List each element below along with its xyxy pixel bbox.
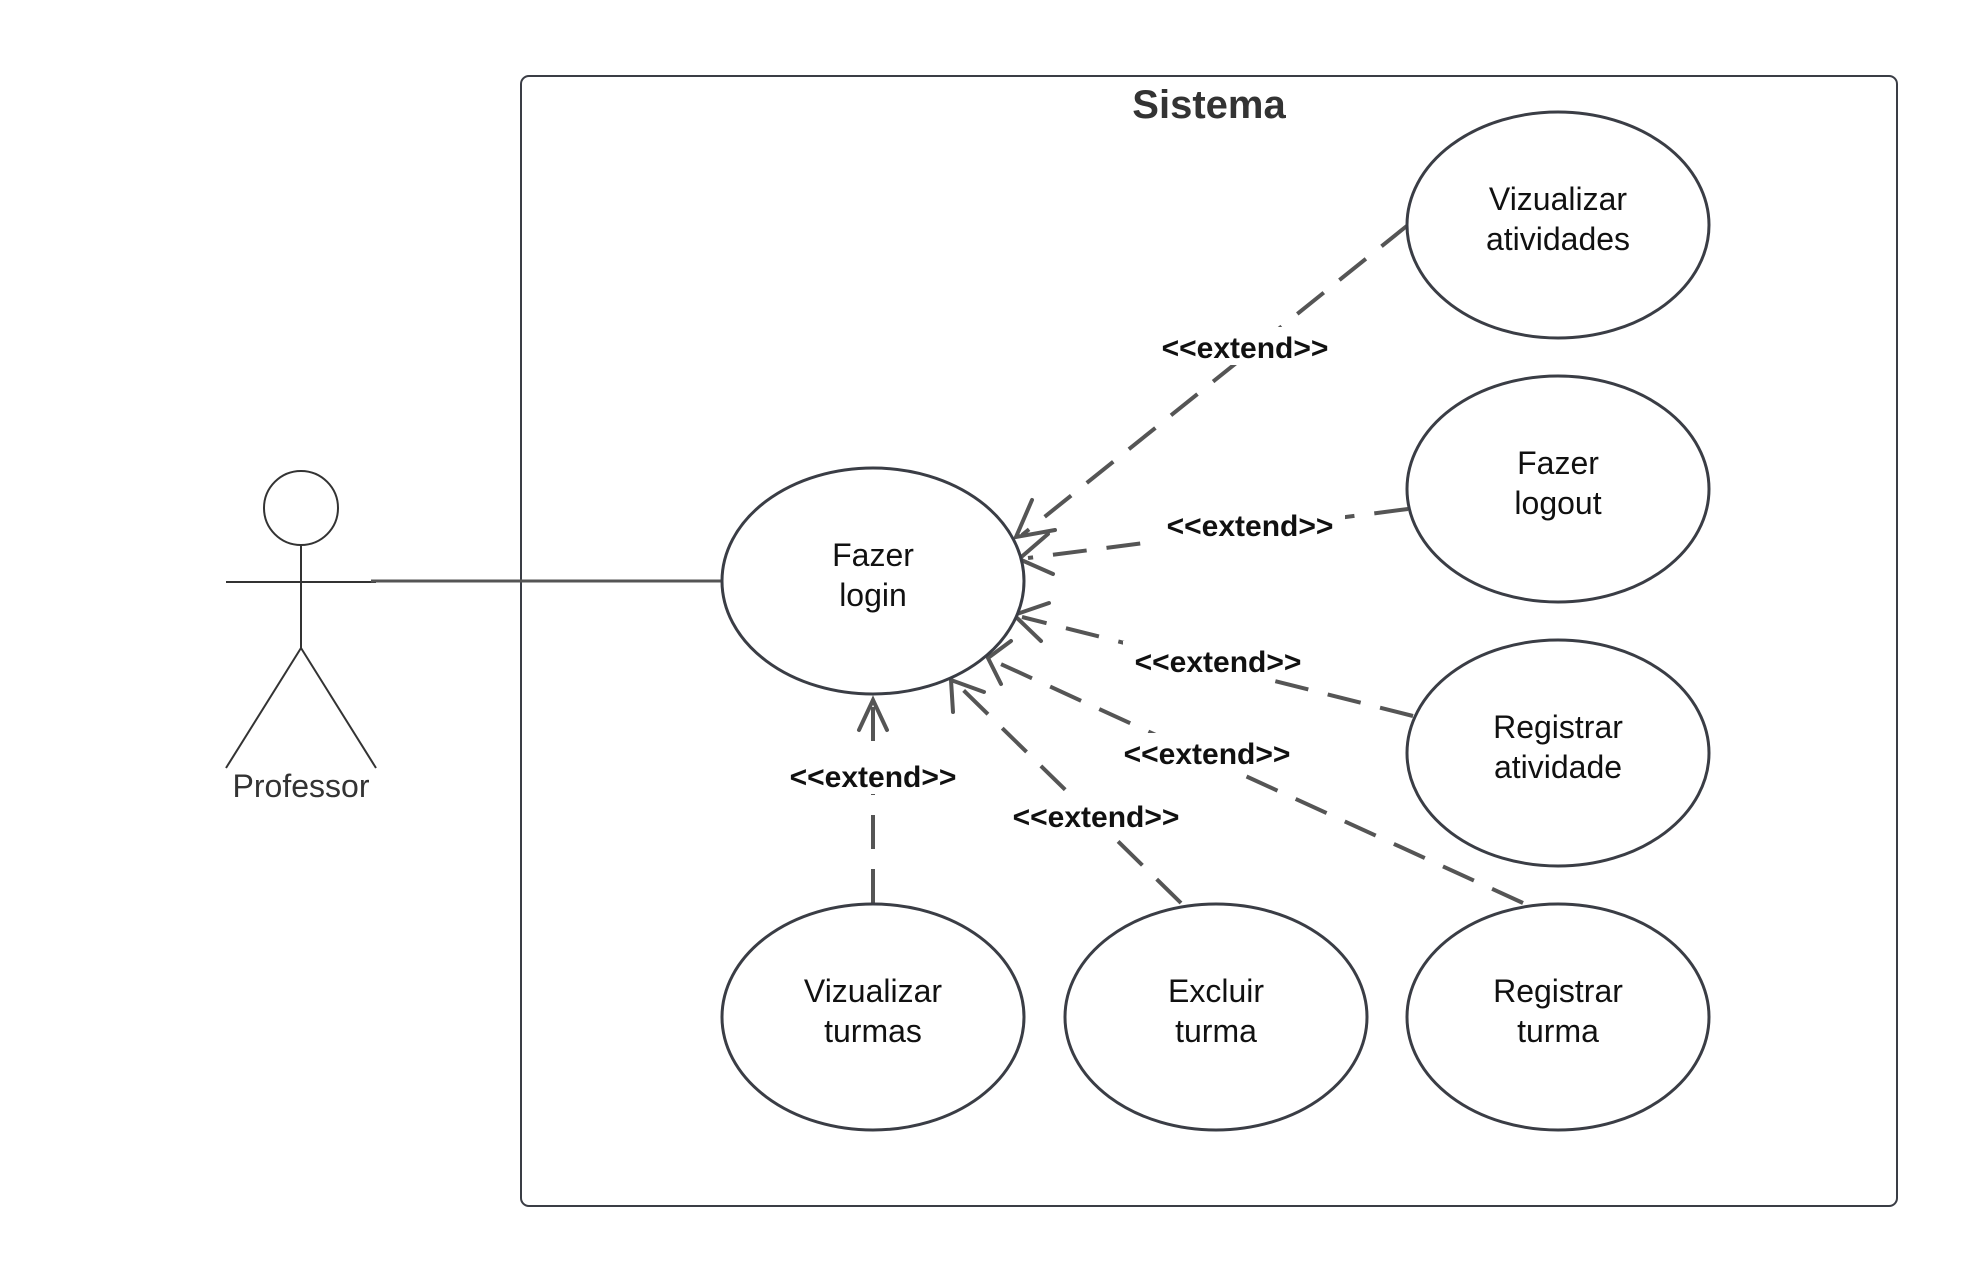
use-case-vizualizar-atividades: Vizualizar atividades bbox=[1405, 110, 1711, 340]
use-case-registrar-turma: Registrar turma bbox=[1405, 902, 1711, 1132]
actor-name: Professor bbox=[233, 768, 370, 804]
use-case-label-line1: Vizualizar bbox=[1489, 181, 1627, 217]
use-case-fazer-login: Fazer login bbox=[720, 466, 1026, 696]
use-case-label-line2: turmas bbox=[824, 1013, 922, 1049]
extend-label-register-class: <<extend>> bbox=[1124, 738, 1291, 771]
use-case-label-line2: atividade bbox=[1494, 749, 1622, 785]
use-case-ellipse bbox=[1063, 902, 1369, 1132]
use-case-ellipse bbox=[1405, 110, 1711, 340]
arrowhead-view-classes bbox=[857, 695, 889, 732]
actor-professor: Professor bbox=[225, 470, 377, 804]
extend-label-logout: <<extend>> bbox=[1167, 510, 1334, 543]
extend-line-view-activities bbox=[1020, 223, 1410, 537]
use-case-excluir-turma: Excluir turma bbox=[1063, 902, 1369, 1132]
use-case-label-line2: logout bbox=[1514, 485, 1601, 521]
use-case-label-line2: atividades bbox=[1486, 221, 1630, 257]
use-case-label-line1: Registrar bbox=[1493, 973, 1623, 1009]
use-case-label-line1: Vizualizar bbox=[804, 973, 942, 1009]
use-case-label-line1: Registrar bbox=[1493, 709, 1623, 745]
extend-line-register-activity bbox=[1021, 615, 1414, 718]
actor-head bbox=[263, 470, 339, 546]
use-case-label-line1: Fazer bbox=[832, 537, 914, 573]
use-case-fazer-logout: Fazer logout bbox=[1405, 374, 1711, 604]
use-case-ellipse bbox=[1405, 374, 1711, 604]
use-case-label-line1: Excluir bbox=[1168, 973, 1264, 1009]
use-case-label-line1: Fazer bbox=[1517, 445, 1599, 481]
actor-left-leg bbox=[225, 647, 302, 769]
extend-label-delete-class: <<extend>> bbox=[1013, 801, 1180, 834]
system-title: Sistema bbox=[1132, 83, 1286, 127]
arrowhead-delete-class bbox=[948, 677, 986, 714]
actor-right-leg bbox=[300, 647, 377, 769]
use-case-label-line2: turma bbox=[1175, 1013, 1257, 1049]
extend-label-register-activity: <<extend>> bbox=[1135, 646, 1302, 679]
extend-line-register-class bbox=[991, 658, 1524, 905]
use-case-vizualizar-turmas: Vizualizar turmas bbox=[720, 902, 1026, 1132]
arrowhead-register-class bbox=[985, 639, 1013, 686]
use-case-ellipse bbox=[720, 902, 1026, 1132]
arrowhead-view-activities bbox=[1012, 498, 1057, 540]
use-case-label-line2: turma bbox=[1517, 1013, 1599, 1049]
use-case-ellipse bbox=[1405, 902, 1711, 1132]
use-case-ellipse bbox=[1405, 638, 1711, 868]
extend-label-view-classes: <<extend>> bbox=[790, 761, 957, 794]
use-case-registrar-atividade: Registrar atividade bbox=[1405, 638, 1711, 868]
extend-labels: <<extend>> <<extend>> <<extend>> <<exten… bbox=[778, 327, 1345, 834]
use-case-label-line2: login bbox=[839, 577, 907, 613]
extend-label-view-activities: <<extend>> bbox=[1162, 332, 1329, 365]
use-case-ellipse bbox=[720, 466, 1026, 696]
